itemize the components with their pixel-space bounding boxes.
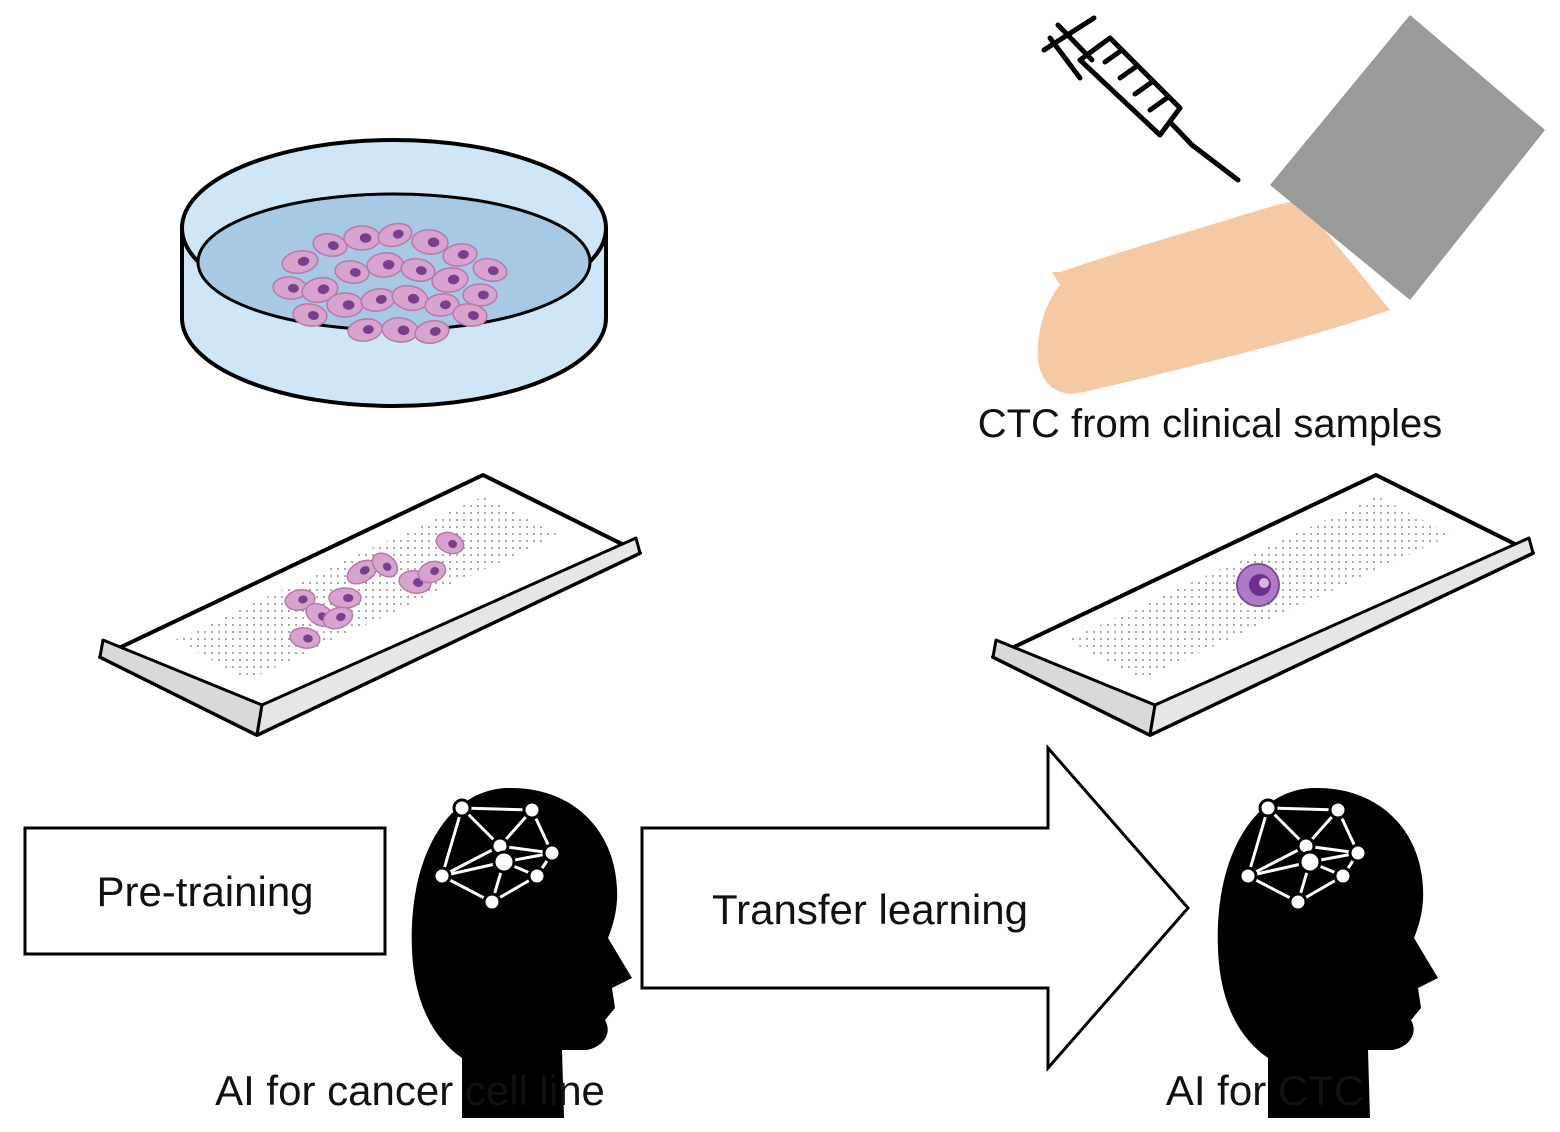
cell bbox=[334, 260, 370, 284]
cell bbox=[411, 229, 449, 255]
cell bbox=[462, 283, 498, 307]
transfer-arrow: Transfer learning bbox=[640, 744, 1190, 1072]
ai-ctc-label: AI for CTC bbox=[1166, 1067, 1364, 1114]
cell bbox=[472, 257, 508, 283]
cell bbox=[292, 303, 328, 327]
cell bbox=[284, 589, 316, 611]
pretraining-box: Pre-training bbox=[23, 826, 387, 956]
cell bbox=[377, 222, 413, 248]
cell bbox=[312, 233, 348, 257]
cell bbox=[328, 587, 362, 609]
pretraining-label: Pre-training bbox=[96, 868, 313, 915]
cell bbox=[289, 627, 321, 649]
ai-cell-line-label: AI for cancer cell line bbox=[215, 1067, 605, 1114]
cell bbox=[371, 552, 399, 578]
cell bbox=[281, 249, 319, 275]
cell bbox=[400, 258, 436, 282]
slide-cells bbox=[284, 531, 465, 649]
cell bbox=[417, 560, 447, 584]
cell bbox=[343, 225, 381, 251]
cell bbox=[452, 303, 488, 327]
cell bbox=[360, 288, 396, 312]
ctc-cell bbox=[1236, 563, 1280, 607]
cancer-cell-cluster bbox=[272, 222, 508, 344]
transfer-learning-label: Transfer learning bbox=[712, 886, 1028, 933]
cell bbox=[424, 293, 460, 317]
cell bbox=[366, 252, 404, 278]
cell bbox=[301, 276, 339, 304]
cell bbox=[326, 292, 364, 318]
cell bbox=[431, 267, 469, 293]
cell bbox=[442, 243, 478, 267]
petri-dish-icon bbox=[180, 138, 608, 408]
cell bbox=[414, 320, 450, 344]
cell bbox=[435, 531, 465, 555]
glass-slide-icon bbox=[98, 473, 642, 737]
clinical-samples-label: CTC from clinical samples bbox=[978, 402, 1443, 446]
syringe-icon bbox=[1041, 15, 1241, 183]
glass-slide-icon bbox=[991, 473, 1535, 737]
arm-icon bbox=[1037, 15, 1545, 394]
cell bbox=[346, 559, 378, 585]
cell bbox=[322, 606, 354, 630]
